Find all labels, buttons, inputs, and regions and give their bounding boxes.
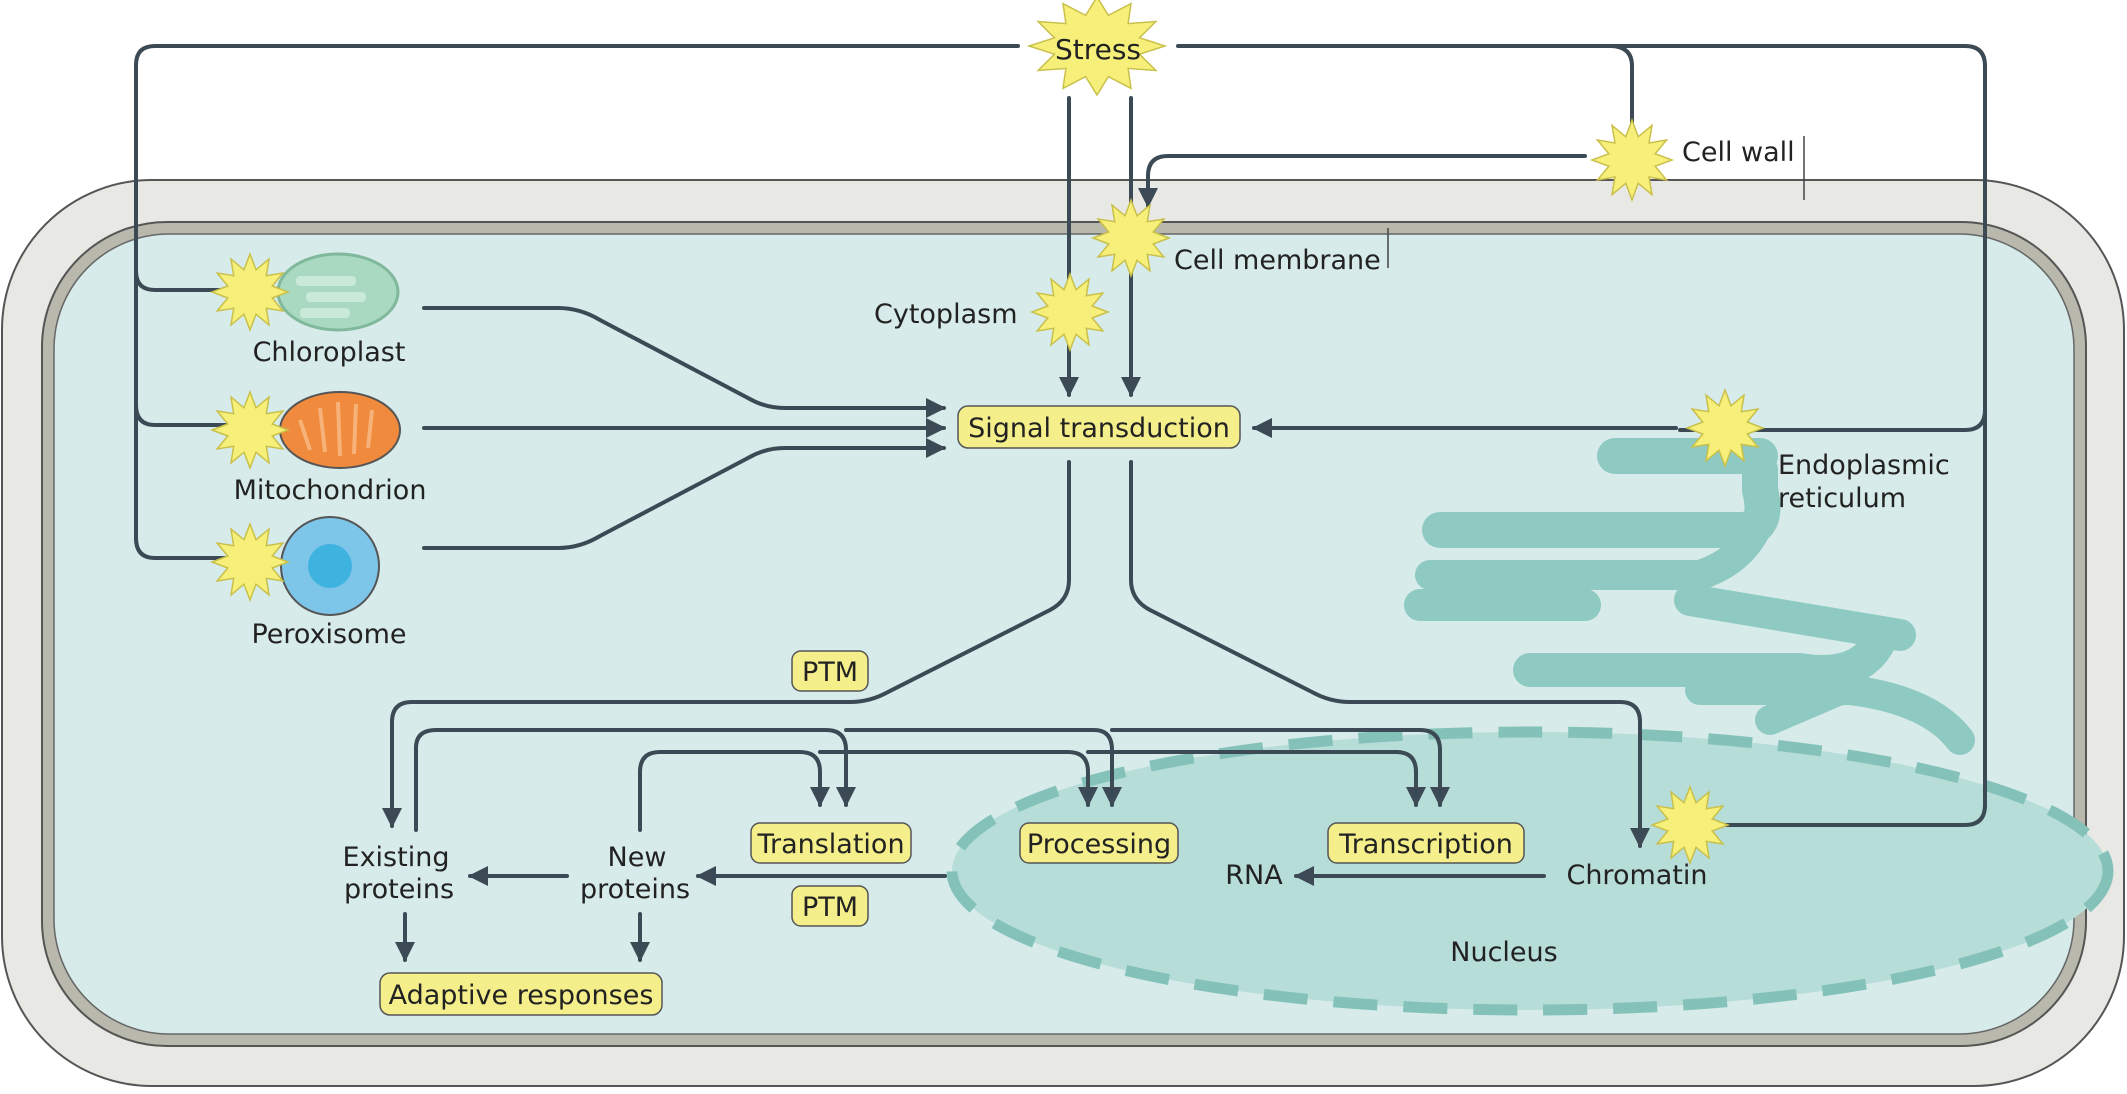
stress-star-er: [1684, 387, 1766, 469]
ptm-bottom-label: PTM: [802, 892, 858, 923]
line-st-to-chromatin: [1129, 460, 1650, 848]
rna-label: RNA: [1225, 860, 1283, 891]
arrow-peroxisome-to-st: [422, 438, 946, 550]
processing-label: Processing: [1027, 829, 1171, 860]
line-to-er: [1678, 408, 1987, 432]
adaptive-responses-label: Adaptive responses: [389, 980, 654, 1011]
line-loop-to-peroxisome: [134, 269, 227, 560]
arrow-wall-to-membrane: [1138, 154, 1587, 208]
existing-proteins-line2: proteins: [344, 874, 454, 905]
arrow-chloroplast-to-st: [422, 306, 946, 418]
line-stress-to-right: [1176, 44, 1987, 827]
transcription-label: Transcription: [1338, 829, 1513, 860]
er-label-line1: Endoplasmic: [1778, 450, 1950, 481]
stress-star-main: [1026, 0, 1168, 97]
adaptive-responses-badge: [379, 972, 663, 1016]
line-stress-to-organelles: [134, 44, 1020, 292]
signal-transduction-label: Signal transduction: [968, 413, 1230, 444]
cytoplasm-label: Cytoplasm: [874, 299, 1018, 330]
existing-proteins-line1: Existing: [343, 842, 450, 873]
mitochondrion-label: Mitochondrion: [234, 475, 427, 506]
chromatin-label: Chromatin: [1566, 860, 1707, 891]
feedback-to-transcription: [1110, 728, 1450, 807]
endoplasmic-reticulum: [1404, 438, 1975, 755]
feedback-new-to-processing: [818, 750, 1098, 807]
line-st-to-ptm: [382, 460, 1071, 828]
feedback-existing-to-processing: [844, 728, 1122, 807]
stress-star-chromatin: [1649, 784, 1731, 866]
cell-wall-label: Cell wall: [1682, 137, 1795, 168]
chloroplast-label: Chloroplast: [253, 337, 406, 368]
mitochondrion: [279, 391, 401, 469]
cell-membrane-label: Cell membrane: [1174, 245, 1381, 276]
feedback-existing-proteins: [414, 728, 856, 832]
stress-star-cell-membrane: [1090, 197, 1172, 279]
translation-label: Translation: [756, 829, 904, 860]
signal-transduction-badge: [957, 405, 1241, 449]
peroxisome-label: Peroxisome: [251, 619, 406, 650]
processing-badge: [1019, 822, 1179, 864]
new-proteins-line1: New: [608, 842, 667, 873]
ptm-top-label: PTM: [802, 657, 858, 688]
ptm-top-badge: [791, 650, 869, 692]
ptm-bottom-badge: [791, 885, 869, 927]
translation-badge: [750, 822, 912, 864]
line-to-cell-wall: [1608, 44, 1634, 142]
stress-label: Stress: [1055, 33, 1141, 66]
stress-star-chloroplast: [209, 251, 291, 333]
feedback-new-to-transcription: [1086, 750, 1426, 807]
stress-star-mitochondrion: [209, 389, 291, 471]
new-proteins-line2: proteins: [580, 874, 690, 905]
transcription-badge: [1327, 822, 1525, 864]
badges: [379, 405, 1525, 1016]
nucleus-label: Nucleus: [1450, 937, 1557, 968]
nucleus: [946, 726, 2114, 1016]
feedback-new-proteins: [638, 750, 830, 832]
stress-star-peroxisome: [209, 521, 291, 603]
er-label-line2: reticulum: [1778, 483, 1906, 514]
stress-star-cell-wall: [1589, 117, 1675, 203]
peroxisome: [280, 516, 380, 616]
chloroplast: [276, 252, 400, 332]
stress-star-cytoplasm: [1029, 271, 1111, 353]
